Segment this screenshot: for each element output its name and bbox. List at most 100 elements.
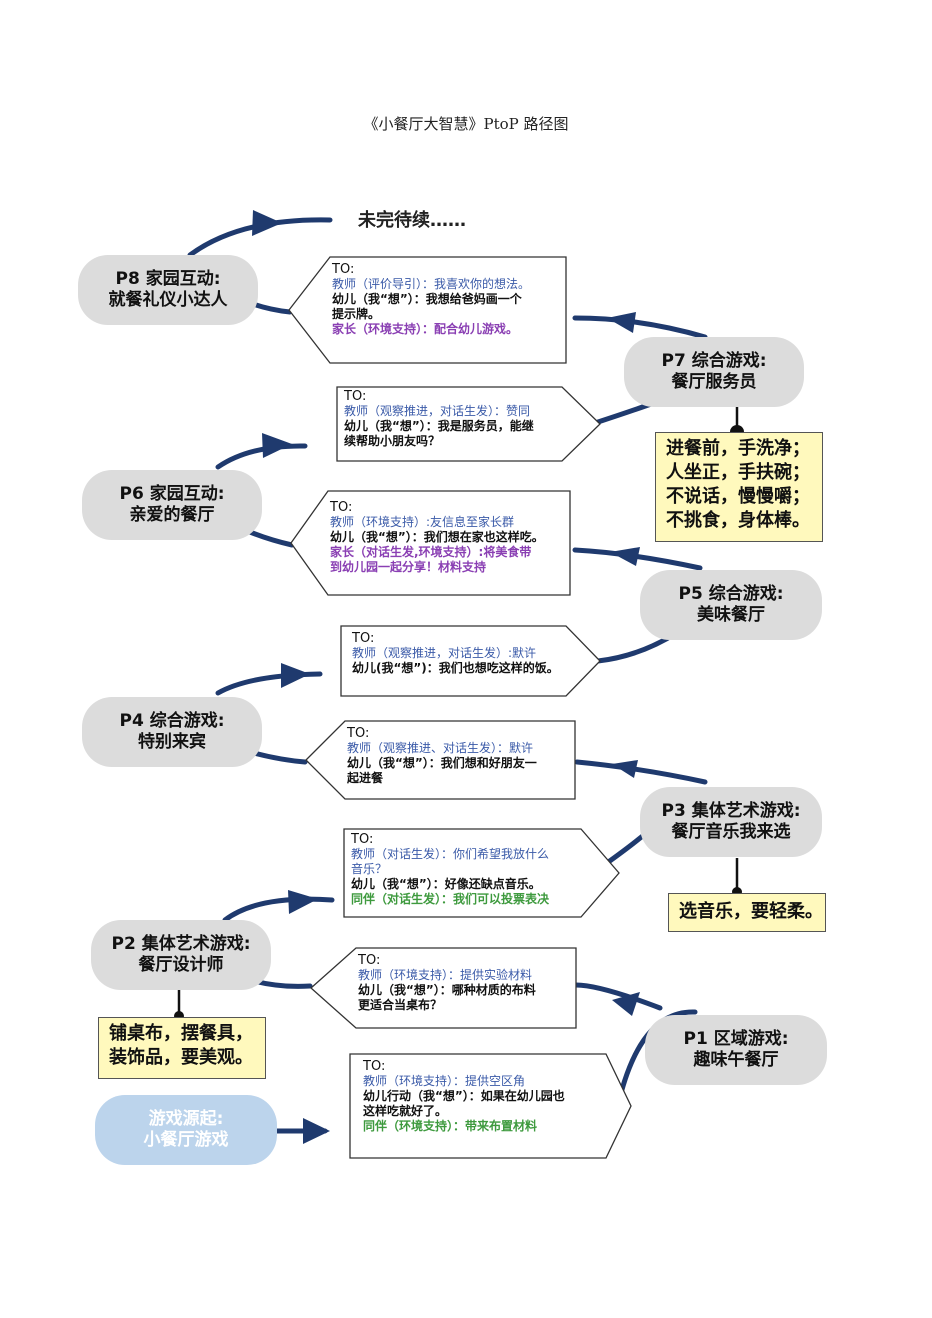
stage-p7-line-1: P7 综合游戏:: [661, 351, 767, 371]
bubble-line: 家长（环境支持）：配合幼儿游戏。: [332, 322, 519, 336]
bubble-line: 教师（评价导引）：我喜欢你的想法。: [332, 277, 531, 291]
arc-b4-p4: [247, 749, 308, 765]
bubble-line: 教师（对话生发）：你们希望我放什么: [351, 847, 550, 861]
bubble-line: TO:: [344, 389, 367, 404]
stage-p2-line-1: P2 集体艺术游戏:: [111, 934, 251, 954]
bubble-line: 教师（观察推进，对话生发）:默许: [352, 646, 537, 660]
stage-p7-line-2: 餐厅服务员: [671, 372, 757, 392]
arrowhead-8: [607, 312, 636, 333]
note-p7-line-4: 不挑食，身体棒。: [666, 510, 810, 531]
stage-p1: P1 区域游戏: 趣味午餐厅: [645, 1015, 827, 1085]
stage-p4-line-1: P4 综合游戏:: [119, 711, 225, 731]
stage-p8: P8 家园互动: 就餐礼仪小达人: [78, 255, 258, 325]
stage-p3: P3 集体艺术游戏: 餐厅音乐我来选: [640, 787, 822, 857]
arc-b6-p6: [247, 529, 295, 548]
bubble-p6-p7-text: TO: 教师（观察推进，对话生发）：赞同 幼儿（我“想”）：我是服务员，能继 续…: [344, 389, 534, 449]
stage-p8-line-2: 就餐礼仪小达人: [108, 290, 228, 310]
stage-p1-line-2: 趣味午餐厅: [693, 1050, 779, 1070]
stage-p2-line-2: 餐厅设计师: [138, 955, 224, 975]
note-p2-line-1: 铺桌布，摆餐具，: [109, 1023, 253, 1044]
stage-p6-line-1: P6 家园互动:: [119, 484, 225, 504]
bubble-p5-p6-text: TO: 教师（环境支持）:友信息至家长群 幼儿（我“想”）：我们想在家也这样吃。…: [330, 500, 544, 575]
bubble-line: 幼儿（我“想”）：好像还缺点音乐。: [351, 877, 541, 891]
bubble-p5-p6: TO: 教师（环境支持）:友信息至家长群 幼儿（我“想”）：我们想在家也这样吃。…: [290, 490, 572, 596]
bubble-line: 教师（环境支持）：提供空区角: [363, 1074, 526, 1088]
note-p2-line-2: 装饰品，要美观。: [109, 1047, 253, 1068]
bubble-p4-p5-text: TO: 教师（观察推进，对话生发）:默许 幼儿(我“想”)：我们也想吃这样的饭。: [352, 631, 559, 676]
stage-p4: P4 综合游戏: 特别来宾: [82, 697, 262, 767]
bubble-line: 这样吃就好了。: [363, 1104, 448, 1118]
arc-p2-b3: [222, 896, 335, 923]
bubble-p7-p8-text: TO: 教师（评价导引）：我喜欢你的想法。 幼儿（我“想”）：我想给爸妈画一个 …: [332, 262, 530, 337]
note-p2: 铺桌布，摆餐具， 装饰品，要美观。: [98, 1017, 266, 1079]
bubble-line: 续帮助小朋友吗？: [344, 434, 441, 448]
bubble-p1-p2: TO: 教师（环境支持）：提供实验材料 幼儿（我“想”）：哪种材质的布料 更适合…: [310, 947, 578, 1029]
note-p7-line-2: 人坐正，手扶碗；: [666, 462, 810, 483]
arc-p8-end: [187, 217, 333, 258]
bubble-line: 幼儿行动（我“想”）：如果在幼儿园也: [363, 1089, 565, 1103]
bubble-line: TO:: [358, 953, 381, 968]
bubble-line: 幼儿（我“想”）：我们想在家也这样吃。: [330, 530, 544, 544]
arrowhead-4: [612, 760, 638, 778]
note-p7-line-1: 进餐前，手洗净；: [666, 438, 810, 459]
stage-p3-line-2: 餐厅音乐我来选: [671, 822, 791, 842]
bubble-line: TO:: [352, 631, 375, 646]
bubble-line: 教师（观察推进、对话生发）：默许: [347, 741, 534, 755]
arrowhead-9: [252, 210, 282, 236]
bubble-line: 教师（环境支持）:友信息至家长群: [330, 515, 515, 529]
stage-p5-line-1: P5 综合游戏:: [678, 584, 784, 604]
stage-origin-line-2: 小餐厅游戏: [143, 1130, 229, 1150]
note-p3: 选音乐，要轻柔。: [668, 893, 826, 932]
arc-p4-b5: [215, 671, 323, 696]
bubble-p3-p4-text: TO: 教师（观察推进、对话生发）：默许 幼儿（我“想”）：我们想和好朋友一 起…: [347, 726, 537, 786]
bubble-line: 到幼儿园一起分享！材料支持: [330, 560, 487, 574]
arrowhead-3: [288, 890, 318, 914]
bubble-line: 幼儿（我“想”）：哪种材质的布料: [358, 983, 536, 997]
bubble-line: 提示牌。: [332, 307, 381, 321]
bubble-p1-origin-text: TO: 教师（环境支持）：提供空区角 幼儿行动（我“想”）：如果在幼儿园也 这样…: [363, 1059, 565, 1134]
bubble-line: TO:: [330, 500, 353, 515]
stage-p5-line-2: 美味餐厅: [697, 605, 765, 625]
bubble-line: 教师（环境支持）：提供实验材料: [358, 968, 533, 982]
unfinished-label: 未完待续……: [358, 210, 466, 231]
bubble-line: TO:: [332, 262, 355, 277]
bubble-p3-p4: TO: 教师（观察推进、对话生发）：默许 幼儿（我“想”）：我们想和好朋友一 起…: [305, 720, 577, 800]
bubble-p2-p3: TO: 教师（对话生发）：你们希望我放什么 音乐？ 幼儿（我“想”）：好像还缺点…: [343, 828, 621, 918]
arrowhead-7: [262, 433, 292, 458]
stage-p5: P5 综合游戏: 美味餐厅: [640, 570, 822, 640]
bubble-line: 音乐？: [351, 862, 388, 876]
stage-p6-line-2: 亲爱的餐厅: [129, 505, 215, 525]
stage-p2: P2 集体艺术游戏: 餐厅设计师: [91, 920, 271, 990]
bubble-p2-p3-text: TO: 教师（对话生发）：你们希望我放什么 音乐？ 幼儿（我“想”）：好像还缺点…: [351, 832, 549, 907]
bubble-line: 同伴（对话生发）：我们可以投票表决: [351, 892, 550, 906]
arc-p3-b4: [574, 759, 708, 785]
bubble-p6-p7: TO: 教师（观察推进，对话生发）：赞同 幼儿（我“想”）：我是服务员，能继 续…: [336, 386, 602, 462]
bubble-line: 幼儿(我“想”)：我们也想吃这样的饭。: [352, 661, 559, 675]
arrowhead-1: [303, 1118, 330, 1144]
bubble-line: 同伴（环境支持）：带来布置材料: [363, 1119, 538, 1133]
bubble-p1-p2-text: TO: 教师（环境支持）：提供实验材料 幼儿（我“想”）：哪种材质的布料 更适合…: [358, 953, 536, 1013]
bubble-line: 更适合当桌布？: [358, 998, 443, 1012]
bubble-line: TO:: [347, 726, 370, 741]
bubble-line: 教师（观察推进，对话生发）：赞同: [344, 404, 531, 418]
stage-p3-line-1: P3 集体艺术游戏:: [661, 801, 801, 821]
arrowhead-5: [281, 663, 310, 688]
bubble-line: 幼儿（我“想”）：我是服务员，能继: [344, 419, 534, 433]
stage-origin-line-1: 游戏源起:: [148, 1109, 224, 1129]
stage-p6: P6 家园互动: 亲爱的餐厅: [82, 470, 262, 540]
note-p3-line-1: 选音乐，要轻柔。: [679, 901, 823, 922]
stage-p8-line-1: P8 家园互动:: [115, 269, 221, 289]
arrowhead-2: [612, 992, 640, 1016]
stage-p1-line-1: P1 区域游戏:: [683, 1029, 789, 1049]
stage-p7: P7 综合游戏: 餐厅服务员: [624, 337, 804, 407]
page-title: 《小餐厅大智慧》PtoP 路径图: [363, 115, 569, 133]
bubble-p1-origin: TO: 教师（环境支持）：提供空区角 幼儿行动（我“想”）：如果在幼儿园也 这样…: [349, 1053, 633, 1159]
bubble-line: 幼儿（我“想”）：我们想和好朋友一: [347, 756, 537, 770]
arrowhead-6: [610, 547, 640, 566]
arc-p1-b2: [573, 982, 663, 1011]
stage-p4-line-2: 特别来宾: [138, 732, 206, 752]
bubble-p7-p8: TO: 教师（评价导引）：我喜欢你的想法。 幼儿（我“想”）：我想给爸妈画一个 …: [288, 256, 568, 364]
stage-origin: 游戏源起: 小餐厅游戏: [95, 1095, 277, 1165]
arc-p7-b8: [572, 315, 708, 340]
